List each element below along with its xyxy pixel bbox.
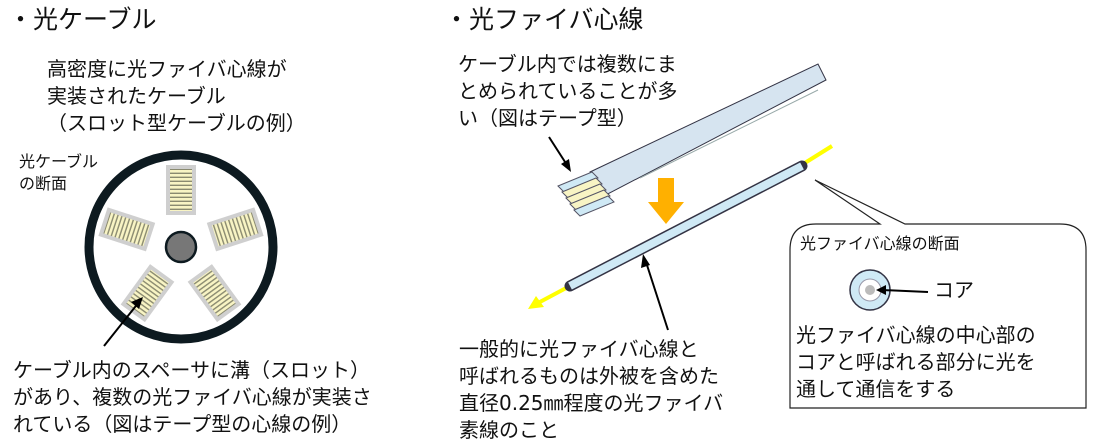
core-pointer-arrow — [876, 285, 929, 295]
text-line: ケーブル内では複数にま — [458, 52, 677, 76]
core-label: コア — [934, 278, 974, 302]
text-line: 通して通信をする — [796, 377, 956, 401]
optical-fiber — [528, 144, 834, 309]
slot — [166, 165, 196, 215]
text-line: ケーブル内のスペーサに溝（スロット） — [13, 358, 370, 382]
text-line: い（図はテープ型） — [458, 106, 637, 130]
callout-title: 光ファイバ心線の断面 — [800, 234, 960, 253]
text-line: とめられていることが多 — [458, 79, 678, 103]
cable-cross-section — [84, 150, 278, 344]
text-line: 素線のこと — [459, 418, 559, 442]
text-line: があり、複数の光ファイバ心線が実装さ — [13, 385, 372, 409]
optical-cable-heading: ・光ケーブル — [8, 5, 157, 34]
slot-caption: ケーブル内のスペーサに溝（スロット） があり、複数の光ファイバ心線が実装さ れて… — [13, 357, 372, 438]
text-line: れている（図はテープ型の心線の例） — [13, 412, 352, 436]
down-arrow-icon — [648, 178, 684, 224]
tape-ribbon — [557, 63, 827, 217]
text-line: 呼ばれるものは外被を含めた — [459, 364, 719, 388]
optical-cable-description: 高密度に光ファイバ心線が 実装されたケーブル （スロット型ケーブルの例） — [47, 56, 306, 137]
text-line: の断面 — [19, 174, 68, 193]
text-line: 直径0.25㎜程度の光ファイバ — [459, 391, 724, 415]
text-line: 高密度に光ファイバ心線が — [47, 57, 287, 81]
text-line: コアと呼ばれる部分に光を — [796, 350, 1036, 374]
tape-note: ケーブル内では複数にま とめられていることが多 い（図はテープ型） — [458, 51, 677, 132]
fiber-pointer-arrow — [641, 254, 669, 331]
text-line: 一般的に光ファイバ心線と — [459, 337, 699, 361]
text-line: 光ケーブル — [19, 152, 99, 171]
callout-bubble — [789, 179, 1087, 409]
fiber-note: 一般的に光ファイバ心線と 呼ばれるものは外被を含めた 直径0.25㎜程度の光ファ… — [459, 336, 723, 444]
cross-section-label: 光ケーブル の断面 — [19, 151, 98, 195]
text-line: （スロット型ケーブルの例） — [47, 111, 306, 135]
text-line: 実装されたケーブル — [47, 84, 226, 108]
callout-body: 光ファイバ心線の中心部の コアと呼ばれる部分に光を 通して通信をする — [796, 322, 1036, 403]
text-line: 光ファイバ心線の中心部の — [796, 323, 1036, 347]
central-strength-member — [164, 230, 198, 264]
optical-fiber-heading: ・光ファイバ心線 — [444, 5, 644, 34]
slot-pointer-arrow — [103, 297, 143, 347]
tape-pointer-arrow — [548, 136, 571, 172]
